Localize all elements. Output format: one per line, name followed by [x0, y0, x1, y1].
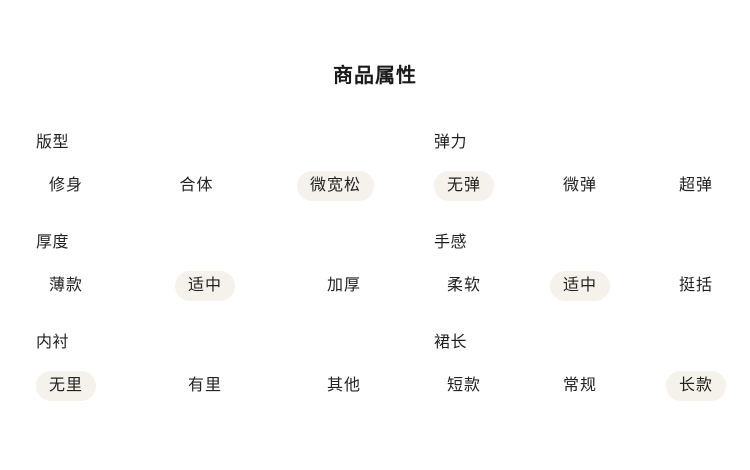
attribute-group: 弹力无弹 微弹 超弹: [400, 132, 750, 232]
attribute-group: 厚度薄款 适中 加厚: [0, 232, 400, 332]
attribute-option-list: 柔软 适中 挺括: [434, 271, 726, 301]
attribute-option[interactable]: 加厚: [326, 277, 361, 294]
attribute-option-selected[interactable]: 适中: [549, 271, 610, 301]
attribute-group: 手感柔软 适中 挺括: [400, 232, 750, 332]
attribute-option-selected[interactable]: 无里: [36, 371, 97, 401]
attribute-option-list: 薄款 适中 加厚: [36, 271, 374, 301]
attribute-option[interactable]: 有里: [187, 377, 222, 394]
attribute-option[interactable]: 合体: [179, 177, 214, 194]
attribute-option-list: 无里 有里 其他: [36, 371, 374, 401]
attribute-option[interactable]: 柔软: [447, 277, 482, 294]
attribute-option[interactable]: 修身: [49, 177, 84, 194]
attribute-option[interactable]: 常规: [562, 377, 597, 394]
attribute-option[interactable]: 微弹: [562, 177, 597, 194]
attribute-option[interactable]: 其他: [326, 377, 361, 394]
attribute-option-list: 短款 常规 长款: [434, 371, 726, 401]
attribute-option-selected[interactable]: 适中: [174, 271, 235, 301]
attribute-option-selected[interactable]: 无弹: [434, 171, 495, 201]
attribute-option[interactable]: 超弹: [678, 177, 713, 194]
attribute-label: 版型: [36, 134, 70, 151]
attribute-option-list: 无弹 微弹 超弹: [434, 171, 726, 201]
attribute-option-selected[interactable]: 微宽松: [296, 171, 374, 201]
attribute-grid: 版型修身 合体 微宽松 弹力无弹 微弹 超弹厚度薄款 适中 加厚 手感柔软 适中 挺括内衬无里 有里 其…: [0, 132, 750, 432]
attribute-label: 厚度: [36, 234, 70, 251]
attribute-option-selected[interactable]: 长款: [665, 371, 726, 401]
attribute-label: 弹力: [434, 134, 468, 151]
attribute-group: 版型修身 合体 微宽松: [0, 132, 400, 232]
attribute-group: 裙长短款 常规 长款: [400, 332, 750, 432]
attribute-group: 内衬无里 有里 其他: [0, 332, 400, 432]
attribute-option[interactable]: 挺括: [678, 277, 713, 294]
page-title: 商品属性: [333, 65, 417, 87]
attribute-label: 内衬: [36, 334, 70, 351]
attribute-label: 手感: [434, 234, 468, 251]
attribute-option[interactable]: 短款: [447, 377, 482, 394]
attribute-label: 裙长: [434, 334, 468, 351]
attribute-option-list: 修身 合体 微宽松: [36, 171, 374, 201]
attribute-option[interactable]: 薄款: [49, 277, 84, 294]
